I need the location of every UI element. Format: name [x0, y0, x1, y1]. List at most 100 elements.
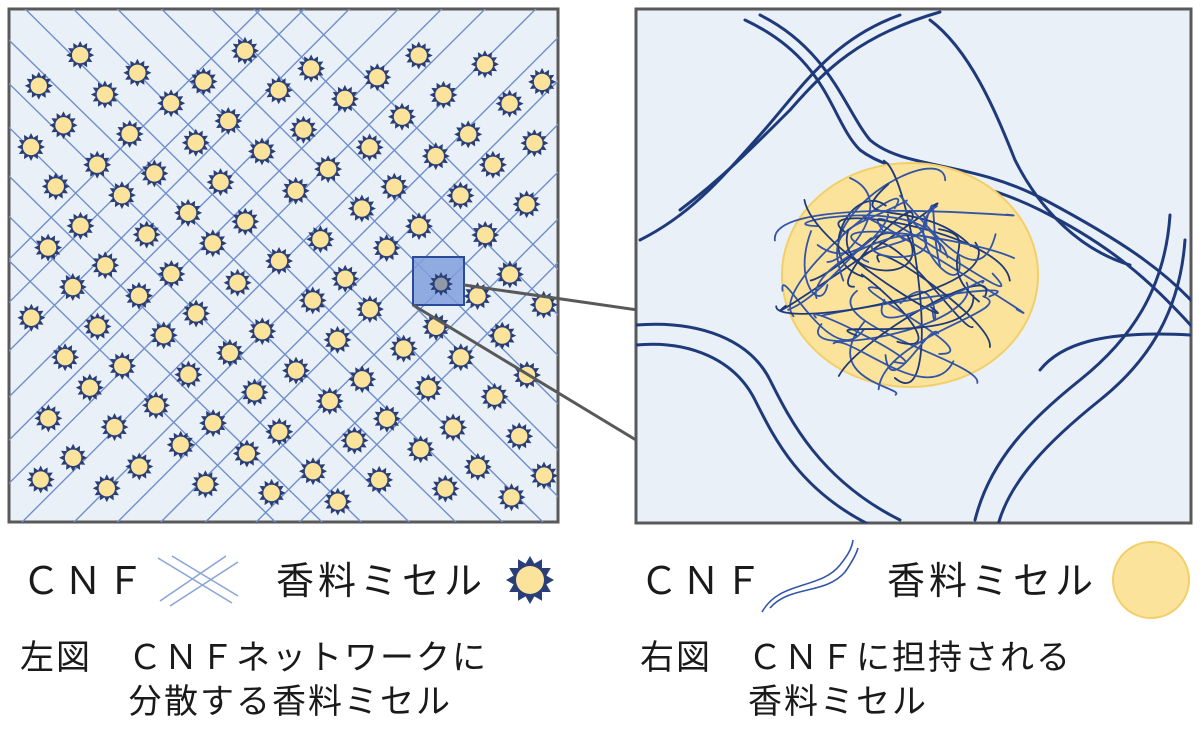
wrapping-fiber — [817, 281, 969, 342]
micelle-starburst-core — [204, 414, 222, 432]
micelle-starburst-core — [494, 327, 511, 344]
wrapping-fiber — [813, 313, 907, 365]
wrapping-fiber — [899, 290, 937, 322]
micelle-starburst-core — [40, 410, 57, 427]
micelle-starburst-core — [23, 309, 40, 326]
micelle-starburst-core — [386, 178, 403, 196]
micelle-starburst-core — [444, 419, 462, 436]
cnf-network-line — [9, 9, 443, 442]
wrapping-fiber — [868, 286, 951, 355]
caption-right-line2: 香料ミセル — [640, 682, 928, 722]
micelle-starburst-core — [246, 384, 263, 401]
cnf-network-line — [9, 126, 411, 522]
micelle-starburst-core — [89, 156, 106, 173]
micelle-starburst-core — [361, 300, 379, 318]
micelle-starburst-core — [353, 200, 371, 217]
micelle-starburst-core — [237, 213, 254, 230]
micelle-starburst-core — [195, 73, 212, 90]
outer-fibers — [636, 10, 1191, 523]
wrapping-fiber — [781, 284, 865, 341]
caption-right-line1: 右図 ＣＮＦに担持される — [640, 638, 1072, 678]
zoom-source-box — [412, 256, 465, 306]
wrapping-fiber — [847, 211, 914, 288]
micelle-starburst-core — [32, 471, 49, 488]
micelle-starburst-core — [484, 156, 502, 174]
micelle-starburst-core — [378, 239, 395, 257]
cnf-network-line — [9, 82, 457, 522]
micelle-starburst-core — [336, 90, 354, 108]
micelle-starburst-core — [410, 218, 428, 235]
micelle-starburst-core — [295, 121, 312, 138]
micelle-starburst-core — [503, 489, 520, 506]
legend-cnf-network-icon — [157, 555, 239, 607]
micelle-starburst-core — [130, 287, 148, 304]
right-panel — [634, 7, 1193, 525]
caption-left-line1: 左図 ＣＮＦネットワークに — [20, 638, 488, 678]
micelle-starburst-core — [163, 265, 180, 283]
wrapping-fiber — [871, 183, 972, 247]
wrapping-fiber — [787, 232, 905, 311]
micelle-starburst-core — [533, 73, 551, 91]
wrapping-fiber — [821, 289, 999, 317]
micelle-starburst-core — [113, 186, 131, 204]
micelle-starburst-core — [302, 60, 320, 77]
micelle-starburst-core — [98, 480, 116, 497]
legend-left-micelle-label: 香料ミセル — [276, 559, 487, 603]
micelle-starburst-core — [72, 217, 89, 235]
wrapping-fiber — [877, 295, 991, 391]
wrapping-fiber — [880, 280, 985, 319]
micelle-starburst-core — [304, 463, 322, 480]
micelle-starburst-core — [114, 357, 131, 375]
micelle-starburst-core — [270, 82, 287, 99]
micelle-starburst-core — [459, 126, 477, 143]
micelle-starburst-core — [56, 348, 74, 366]
micelle-starburst-core — [369, 69, 386, 86]
micelle-starburst-core — [437, 480, 454, 497]
micelle-starburst-core — [155, 326, 172, 344]
micelle-starburst-core — [96, 86, 114, 103]
micelle-field — [17, 36, 558, 516]
micelle-starburst-core — [187, 134, 205, 151]
micelle-starburst-core — [370, 471, 388, 489]
micelle-starburst-core — [412, 440, 429, 458]
micelle-starburst-core — [518, 196, 535, 213]
micelle-starburst-core — [30, 77, 47, 95]
micelle-starburst-core — [477, 226, 494, 244]
micelle-starburst-core — [287, 182, 304, 200]
wrapping-fiber — [849, 289, 979, 384]
micelle-starburst-core — [172, 436, 189, 453]
micelle-starburst-core — [393, 108, 411, 125]
micelle-starburst-core — [435, 86, 452, 104]
micelle-starburst-core — [535, 296, 552, 314]
left-panel — [7, 7, 560, 524]
legend-micelle-starburst-icon — [506, 556, 554, 604]
wrapping-fiber — [922, 205, 961, 276]
caption-left-line2: 分散する香料ミセル — [20, 682, 452, 722]
fragrance-micelle-core — [781, 162, 1039, 388]
cnf-network-line — [210, 9, 558, 357]
micelle-in-zoom-box-core — [434, 277, 448, 291]
micelle-starburst-core — [321, 392, 338, 410]
wrapping-fiber — [803, 230, 829, 297]
wrapping-fiber — [826, 177, 872, 263]
micelle-starburst-core — [221, 344, 239, 362]
micelle-starburst-core — [138, 226, 155, 243]
micelle-starburst-core — [146, 165, 163, 182]
cnf-network-line — [116, 9, 558, 452]
legend-left-cnf-label: ＣＮＦ — [22, 559, 149, 603]
micelle-starburst-core — [180, 366, 197, 383]
micelle-starburst-core — [304, 292, 321, 309]
cnf-network-line — [296, 9, 558, 271]
legend-micelle-circle-icon — [1112, 541, 1190, 619]
micelle-starburst-core — [319, 160, 337, 178]
micelle-starburst-core — [64, 449, 82, 467]
micelle-starburst-core — [353, 371, 371, 388]
legend-right-cnf-label: ＣＮＦ — [640, 559, 767, 603]
micelle-starburst-core — [312, 231, 329, 248]
micelle-starburst-core — [47, 178, 64, 195]
zoom-connector — [412, 283, 639, 442]
micelle-starburst-core — [329, 331, 346, 349]
micelle-starburst-core — [410, 47, 427, 64]
micelle-starburst-core — [336, 270, 354, 287]
